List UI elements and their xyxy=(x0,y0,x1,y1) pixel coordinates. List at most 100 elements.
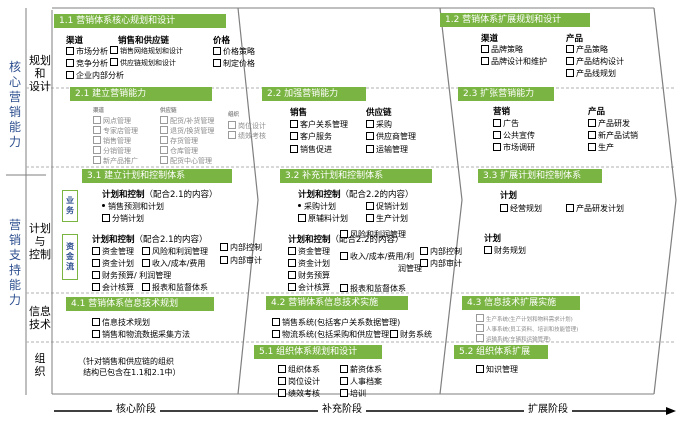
list-item: 组织体系 xyxy=(278,365,320,375)
checkbox-icon xyxy=(420,247,428,255)
checkbox-icon xyxy=(92,271,100,279)
list-item: 资金管理 xyxy=(288,247,330,257)
list-item: 产品研发 xyxy=(588,119,630,129)
checkbox-icon xyxy=(366,214,374,222)
list-item: 销售和物流数据采集方法 xyxy=(92,330,190,340)
checkbox-icon xyxy=(93,126,101,134)
checkbox-icon xyxy=(213,47,221,55)
checkbox-icon xyxy=(272,318,280,326)
checkbox-icon xyxy=(493,131,501,139)
list-item: 风险和利润管理 xyxy=(340,230,406,240)
phase-core-label: 核心阶段 xyxy=(112,404,160,416)
checkbox-icon xyxy=(340,252,348,260)
list-item: 收入/成本/费用/利 xyxy=(340,252,414,262)
checkbox-icon xyxy=(92,318,100,326)
phase-chevron-1 xyxy=(237,7,259,395)
checkbox-icon xyxy=(92,259,100,267)
checkbox-icon xyxy=(288,271,296,279)
list-item: 岗位设计 xyxy=(228,121,266,131)
list-item: 配货/补货管理 xyxy=(160,116,214,126)
checkbox-icon xyxy=(298,214,306,222)
list-item: 财务预算 xyxy=(288,271,330,281)
checkbox-icon xyxy=(476,334,484,342)
phase-chevron-2 xyxy=(439,7,463,395)
list-item: 客户服务 xyxy=(290,132,332,142)
list-item: 分销管理 xyxy=(93,146,131,156)
checkbox-icon xyxy=(142,259,150,267)
checkbox-icon xyxy=(160,146,168,154)
list-item: 会计核算 xyxy=(288,283,330,293)
bullet-icon xyxy=(298,204,301,207)
tag-business: 业 务 xyxy=(62,190,78,222)
list-item: 销售系统(包括客户关系数据管理) xyxy=(272,318,400,328)
checkbox-icon xyxy=(278,377,286,385)
phase-chevron-3 xyxy=(653,7,677,395)
list-item: 内部控制 xyxy=(220,243,262,253)
section-4-2-header: 4.2 营销体系信息技术实施 xyxy=(266,296,408,310)
phase-arrow-head xyxy=(666,407,676,415)
row-label-planning: 规划 和 设计 xyxy=(29,54,51,93)
list-item: 客户关系管理 xyxy=(290,120,348,130)
list-item: 公共宣传 xyxy=(493,131,535,141)
checkbox-icon xyxy=(420,259,428,267)
list-item: 产品策略 xyxy=(566,45,608,55)
sec-1-2-col1-head: 渠道 xyxy=(481,34,499,44)
list-item: 分销计划 xyxy=(102,214,144,224)
sec-2-3-col1-head: 营销 xyxy=(493,107,511,117)
list-item: 生产 xyxy=(588,143,614,153)
list-item: 供应商管理 xyxy=(366,132,416,142)
row-label-org: 组 织 xyxy=(34,352,46,378)
section-5-1-header: 5.1 组织体系规划和设计 xyxy=(254,345,382,359)
list-item: 市场分析 xyxy=(66,47,108,57)
list-item: 新产品试销 xyxy=(588,131,638,141)
sec-3-1-biz-head: 计划和控制（配合2.1的内容） xyxy=(102,190,218,200)
checkbox-icon xyxy=(142,247,150,255)
section-5-2-header: 5.2 组织体系扩展 xyxy=(454,345,548,359)
list-item: 知识管理 xyxy=(476,365,518,375)
list-item: 品牌设计和维护 xyxy=(481,57,547,67)
list-item: 风险和利润管理 xyxy=(142,247,208,257)
sec-3-2-biz-head: 计划和控制（配合2.2的内容） xyxy=(298,190,414,200)
section-3-2-header: 3.2 补充计划和控制体系 xyxy=(280,169,432,183)
list-item: 收入/成本/费用 xyxy=(142,259,205,269)
checkbox-icon xyxy=(160,136,168,144)
list-item: 供应链规划和设计 xyxy=(110,58,176,68)
checkbox-icon xyxy=(366,145,374,153)
list-item: 绩效考核 xyxy=(278,389,320,399)
list-item: 运输系统(车辆和运输管理) xyxy=(476,334,551,344)
list-item: 销售网络规划和设计 xyxy=(110,46,183,56)
list-item: 原辅料计划 xyxy=(298,214,348,224)
checkbox-icon xyxy=(481,45,489,53)
sec-1-1-col2-head: 销售和供应链 xyxy=(118,36,170,46)
phase-supplement-label: 补充阶段 xyxy=(318,404,366,416)
list-item: 采购 xyxy=(366,120,392,130)
checkbox-icon xyxy=(272,330,280,338)
checkbox-icon xyxy=(220,256,228,264)
checkbox-icon xyxy=(390,330,398,338)
checkbox-icon xyxy=(340,230,348,238)
section-3-1-header: 3.1 建立计划和控制体系 xyxy=(82,169,232,183)
checkbox-icon xyxy=(493,143,501,151)
checkbox-icon xyxy=(500,204,508,212)
checkbox-icon xyxy=(588,143,596,151)
list-item: 运输管理 xyxy=(366,145,408,155)
list-item: 绩效考核 xyxy=(228,131,266,141)
checkbox-icon xyxy=(110,46,118,54)
list-item: 润管理 xyxy=(398,264,422,273)
row-label-plan-control: 计划 与 控制 xyxy=(29,222,51,261)
section-4-3-header: 4.3 信息技术扩展实施 xyxy=(462,296,580,310)
list-item: 信息技术规划 xyxy=(92,318,150,328)
sec-2-1-col1-head: 渠道 xyxy=(93,108,105,114)
section-4-1-header: 4.1 营销体系信息技术规划 xyxy=(66,297,214,311)
checkbox-icon xyxy=(566,69,574,77)
sec-3-3-biz-head: 计划 xyxy=(500,191,518,201)
checkbox-icon xyxy=(66,47,74,55)
list-item: 培训 xyxy=(340,389,366,399)
section-2-2-header: 2.2 加强营销能力 xyxy=(262,87,366,101)
list-item: 人事档案 xyxy=(340,377,382,387)
list-item: 产品线规划 xyxy=(566,69,616,79)
checkbox-icon xyxy=(278,389,286,397)
sec-1-1-col3-head: 价格 xyxy=(213,36,231,46)
checkbox-icon xyxy=(340,377,348,385)
list-item: 内部控制 xyxy=(420,247,462,257)
